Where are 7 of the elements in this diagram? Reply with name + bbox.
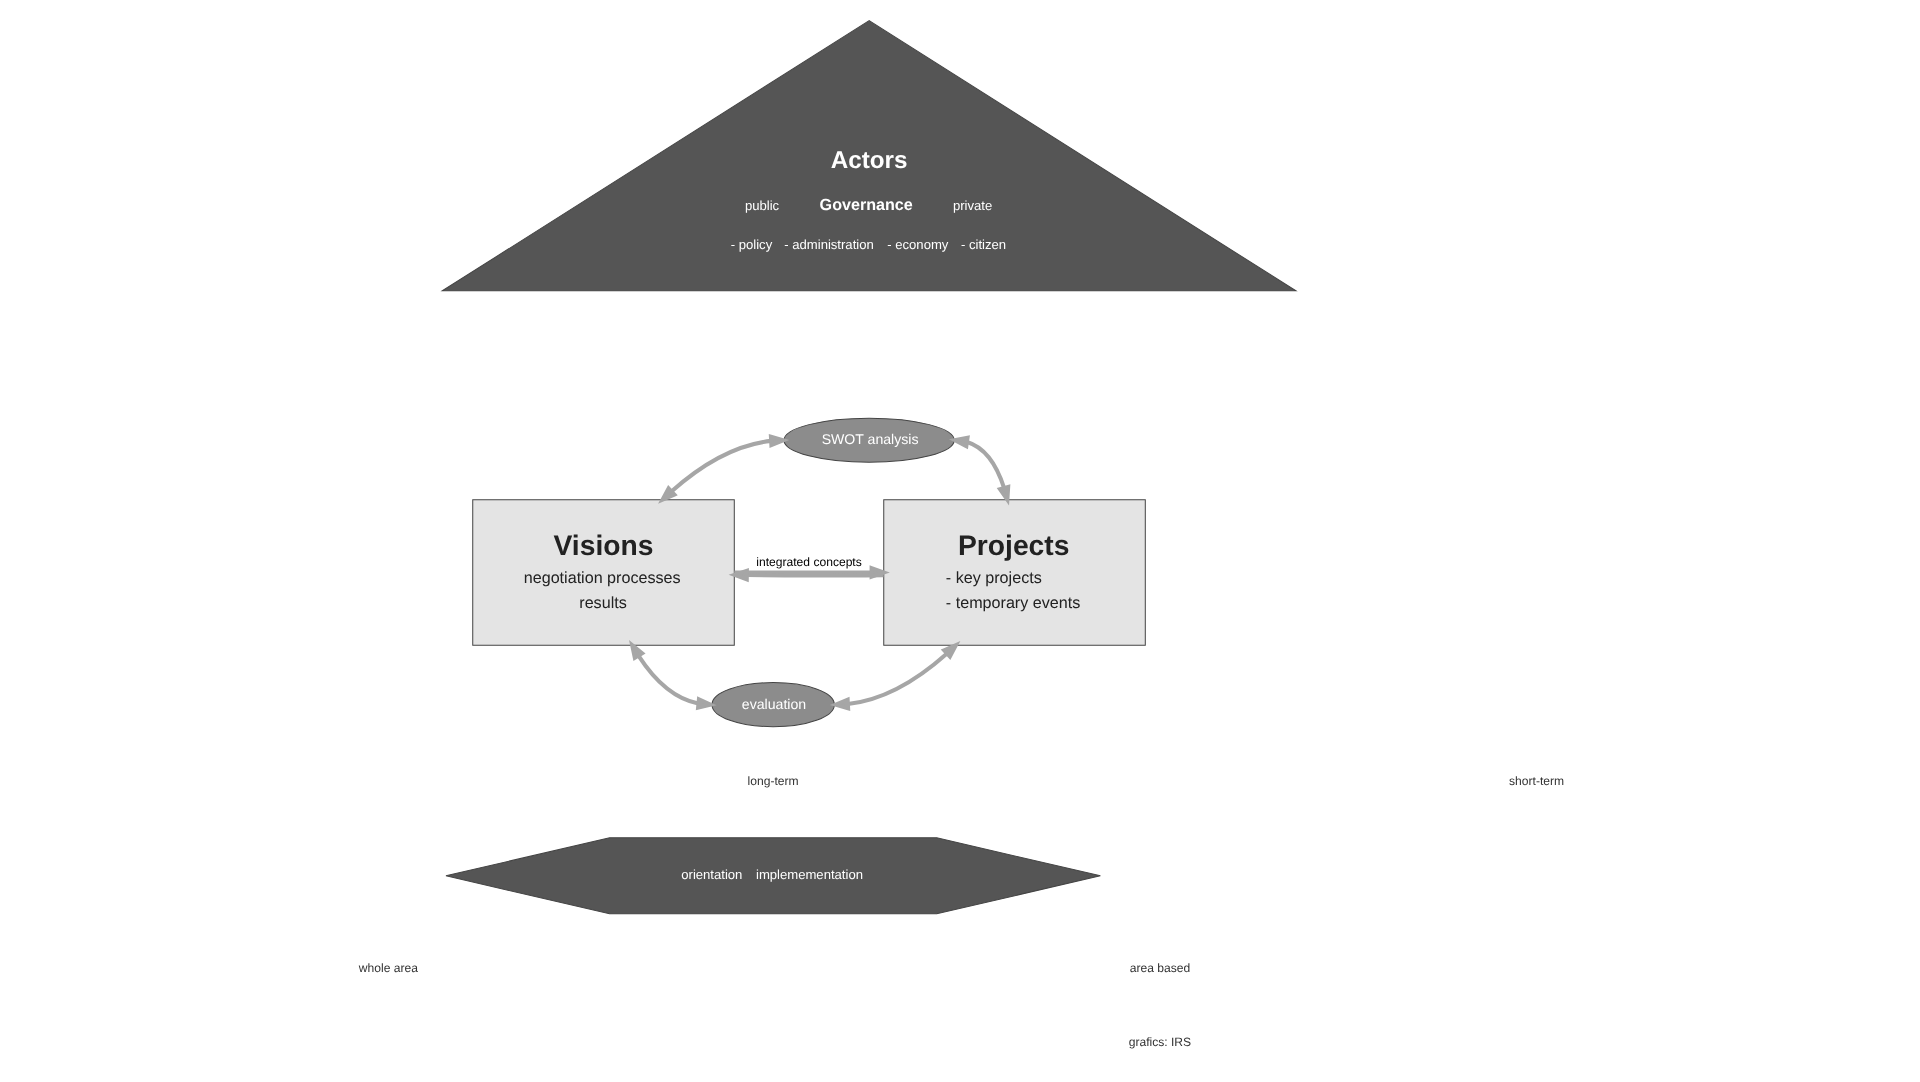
- arrow: [828, 641, 960, 711]
- arrow: [947, 435, 1010, 506]
- arrow: [628, 639, 716, 711]
- arrow: [727, 568, 883, 583]
- node-box: Visions negotiation processes results: [471, 499, 734, 646]
- node-box: Projects - key projects - temporary events: [882, 499, 1145, 646]
- arrow: [657, 433, 789, 504]
